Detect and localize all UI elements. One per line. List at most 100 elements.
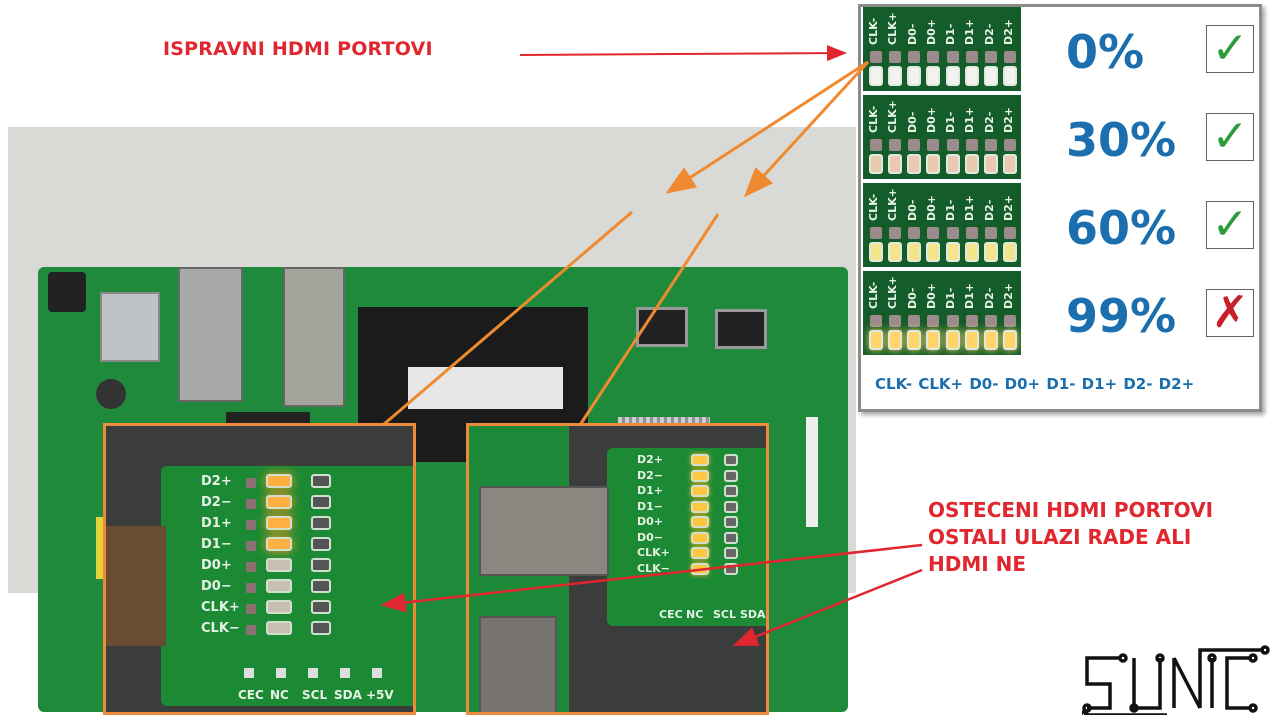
led [983, 330, 998, 350]
led-pad [983, 227, 998, 262]
test-point [340, 668, 350, 678]
led [266, 558, 292, 572]
resistor [311, 558, 331, 572]
test-point [965, 315, 978, 327]
test-point [1003, 227, 1016, 239]
led [869, 330, 883, 350]
pin-label: D0+ [201, 558, 232, 573]
led-legend-panel: CLK-CLK+D0-D0+D1-D1+D2-D2+0%✓CLK-CLK+D0-… [858, 4, 1262, 412]
test-point [246, 499, 256, 509]
pin-label: D2+ [201, 474, 232, 489]
resistor [311, 600, 331, 614]
resistor [311, 495, 331, 509]
led [266, 621, 292, 635]
led [266, 495, 292, 509]
led-pad [945, 227, 960, 262]
test-point [965, 227, 978, 239]
led-pad [926, 51, 941, 86]
led-pad [964, 139, 979, 174]
led-pad [869, 227, 883, 262]
test-point [946, 227, 959, 239]
led [266, 474, 292, 488]
led [888, 66, 903, 86]
led-pad [983, 139, 998, 174]
pin-label: D0+ [637, 515, 664, 528]
resistor [311, 516, 331, 530]
pin-label: D0− [637, 530, 664, 544]
led [945, 154, 960, 174]
led [983, 154, 998, 174]
test-point [946, 315, 959, 327]
test-point [984, 51, 997, 63]
tester-board [607, 448, 766, 626]
led [691, 485, 709, 497]
led [266, 600, 292, 614]
hdmi-port-2 [715, 309, 767, 349]
orange-callout [665, 60, 869, 194]
led [983, 242, 998, 262]
test-point [246, 604, 256, 614]
test-point [276, 668, 286, 678]
pin-label: D2− [637, 468, 664, 482]
test-point [889, 139, 902, 151]
led-pad [907, 139, 922, 174]
note-line: OSTECENI HDMI PORTOVI [928, 498, 1214, 522]
led [691, 500, 709, 513]
led [1002, 330, 1017, 350]
led [888, 330, 903, 350]
bottom-pin-label: SDA [334, 688, 362, 702]
sonic-logo-graphic [1079, 645, 1270, 720]
pin-label: D2− [201, 495, 232, 510]
test-point [984, 315, 997, 327]
test-point [908, 139, 921, 151]
orange-callout [743, 60, 870, 198]
test-point [908, 51, 921, 63]
percent-label: 60% [1066, 201, 1177, 255]
led [907, 242, 922, 262]
resistor [724, 531, 738, 544]
pin-label: D0− [201, 579, 232, 594]
resistor [311, 579, 331, 593]
test-point [870, 51, 882, 63]
note-line: HDMI NE [928, 552, 1027, 576]
test-point [870, 315, 882, 327]
resistor [311, 621, 331, 635]
bottom-pin-label: CEC [659, 608, 683, 621]
bottom-pin-label: NC [270, 688, 289, 702]
led [1002, 154, 1017, 174]
test-point [889, 315, 902, 327]
hdmi-plug [479, 486, 609, 576]
led [907, 66, 922, 86]
led-pads [869, 139, 1017, 174]
led-pad [907, 51, 922, 86]
led [964, 242, 979, 262]
led [907, 154, 922, 174]
resistor [724, 516, 738, 528]
lvds-connector [806, 417, 818, 527]
bottom-pin-label: CEC [238, 688, 264, 702]
led-pad [926, 139, 941, 174]
led-pad [945, 139, 960, 174]
bottom-pin-label: NC [686, 608, 704, 621]
test-point [984, 139, 997, 151]
arrow-to-damaged-1 [380, 543, 923, 613]
test-point [927, 315, 940, 327]
led [964, 66, 979, 86]
test-point [889, 227, 902, 239]
led-pad [888, 139, 903, 174]
led-pad [1002, 51, 1017, 86]
percent-label: 99% [1066, 289, 1177, 343]
arrow-to-good-ports [519, 45, 847, 62]
led [983, 66, 998, 86]
led [926, 66, 941, 86]
pin-label: CLK− [201, 621, 240, 636]
bottom-pin-label: SDA [740, 608, 766, 621]
usb-port [100, 292, 160, 362]
led-pad [869, 315, 883, 350]
led-pad [926, 227, 941, 262]
led-pad [983, 51, 998, 86]
led [691, 469, 709, 482]
pin-label: CLK+ [201, 600, 240, 615]
percent-label: 0% [1066, 25, 1145, 79]
led-pad [1002, 139, 1017, 174]
